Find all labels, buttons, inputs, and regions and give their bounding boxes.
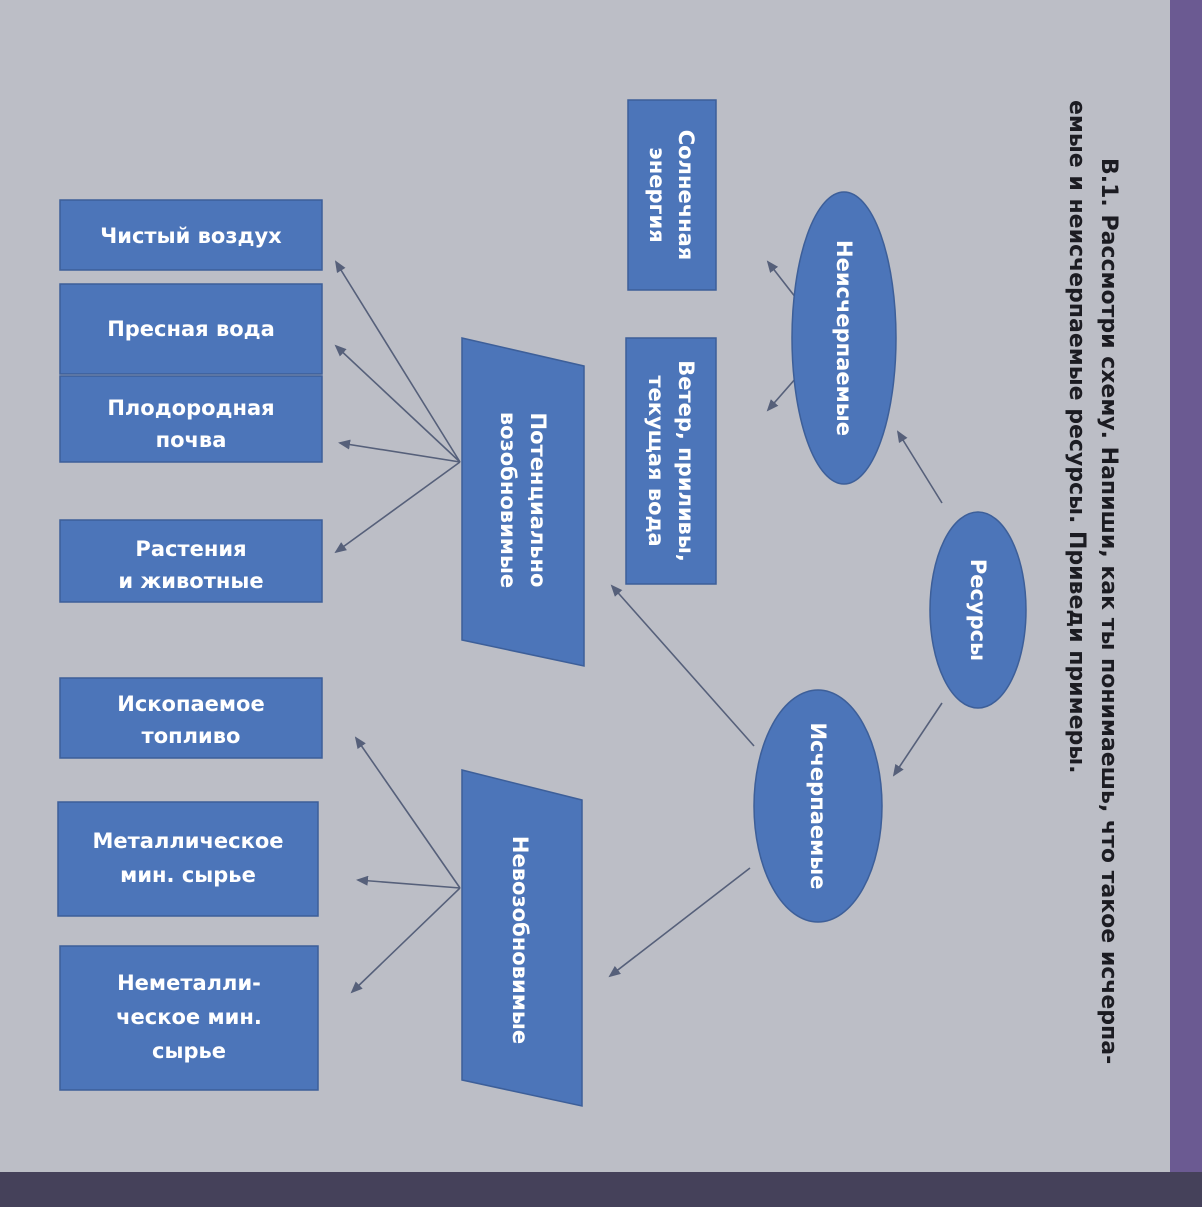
svg-text:Ископаемое: Ископаемое — [117, 692, 264, 716]
svg-text:Невозобновимые: Невозобновимые — [508, 836, 532, 1044]
svg-text:Пресная вода: Пресная вода — [107, 317, 275, 341]
rotated-content: В.1. Рассмотри схему. Напиши, как ты пон… — [57, 99, 1121, 1107]
arrows — [334, 260, 943, 994]
resources-diagram: В.1. Рассмотри схему. Напиши, как ты пон… — [57, 99, 1121, 1107]
arrow-to-iskopaemoe — [354, 736, 461, 889]
svg-text:Ресурсы: Ресурсы — [966, 559, 990, 661]
svg-text:Солнечная: Солнечная — [674, 130, 698, 261]
node-solnechnaya-energiya: Солнечная энергия — [627, 99, 717, 291]
arrow-resursy-to-neischerpaemye — [896, 430, 943, 504]
bottom-edge-strip — [0, 1172, 1202, 1207]
arrow-to-plodorodnaya — [338, 439, 461, 463]
svg-text:Чистый воздух: Чистый воздух — [100, 224, 282, 248]
arrow-neischerpaemye-to-veter — [766, 377, 797, 412]
svg-text:Ветер, приливы,: Ветер, приливы, — [674, 360, 698, 562]
arrow-to-presnaya-voda — [334, 344, 461, 463]
node-rasteniya-zhivotnye: Растения и животные — [59, 519, 323, 603]
node-chisty-vozduh: Чистый воздух — [59, 199, 323, 271]
node-iskopaemoe-toplivo: Ископаемое топливо — [59, 677, 323, 759]
arrow-ischerpaemye-to-nevozobnovimye — [608, 867, 751, 978]
instruction-line-1: В.1. Рассмотри схему. Напиши, как ты пон… — [1096, 158, 1121, 1064]
node-veter-prilivy: Ветер, приливы, текущая вода — [625, 337, 717, 585]
svg-text:и животные: и животные — [118, 569, 263, 593]
svg-text:Потенциально: Потенциально — [526, 413, 550, 588]
arrow-to-metallicheskoe — [356, 875, 461, 889]
svg-text:мин. сырье: мин. сырье — [120, 863, 256, 887]
node-plodorodnaya-pochva: Плодородная почва — [59, 375, 323, 463]
svg-text:почва: почва — [156, 428, 227, 452]
arrow-to-rasteniya — [334, 461, 461, 554]
svg-text:энергия: энергия — [645, 147, 669, 242]
arrow-to-chisty-vozduh — [334, 260, 461, 463]
arrow-ischerpaemye-to-potencialno — [610, 584, 755, 747]
svg-text:Неисчерпаемые: Неисчерпаемые — [832, 240, 856, 436]
svg-text:ческое мин.: ческое мин. — [116, 1005, 262, 1029]
svg-text:текущая вода: текущая вода — [644, 375, 668, 546]
node-ischerpaemye: Исчерпаемые — [753, 689, 883, 923]
arrow-neischerpaemye-to-solnechnaya — [766, 260, 797, 299]
node-metallicheskoe-syrye: Металлическое мин. сырье — [57, 801, 319, 917]
node-potencialno-vozobnovimye: Потенциально возобновимые — [461, 337, 585, 667]
node-nevozobnovimye: Невозобновимые — [461, 769, 583, 1107]
svg-text:сырье: сырье — [152, 1039, 226, 1063]
svg-text:Растения: Растения — [135, 537, 246, 561]
svg-text:Металлическое: Металлическое — [93, 829, 284, 853]
arrow-to-nemetallicheskoe — [350, 887, 461, 994]
svg-text:Неметалли-: Неметалли- — [117, 971, 261, 995]
svg-text:Плодородная: Плодородная — [107, 396, 274, 420]
svg-text:возобновимые: возобновимые — [496, 412, 520, 588]
node-presnaya-voda: Пресная вода — [59, 283, 323, 375]
node-resursy: Ресурсы — [929, 511, 1027, 709]
svg-text:топливо: топливо — [142, 724, 241, 748]
node-neischerpaemye: Неисчерпаемые — [791, 191, 897, 485]
arrow-resursy-to-ischerpaemye — [892, 702, 943, 777]
instruction-line-2: емые и неисчерпаемые ресурсы. Приведи пр… — [1064, 100, 1089, 774]
instruction-text: В.1. Рассмотри схему. Напиши, как ты пон… — [1064, 100, 1121, 1064]
node-nemetallicheskoe-syrye: Неметалли- ческое мин. сырье — [59, 945, 319, 1091]
svg-text:Исчерпаемые: Исчерпаемые — [806, 722, 830, 889]
page-edge-strip — [1170, 0, 1202, 1172]
